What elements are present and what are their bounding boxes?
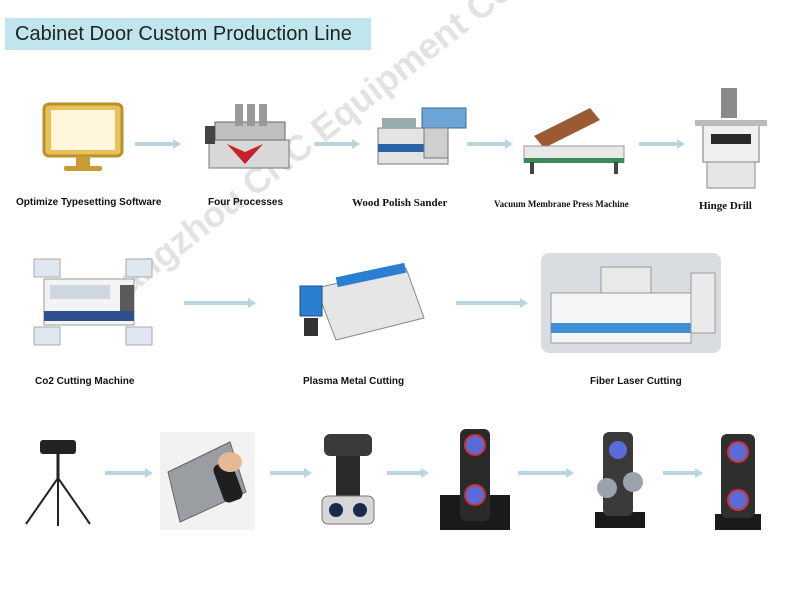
row1-label-press: Vacuum Membrane Press Machine bbox=[494, 199, 629, 209]
arrow-7 bbox=[105, 468, 153, 478]
row2-label-co2: Co2 Cutting Machine bbox=[35, 376, 135, 387]
co2-laser-icon bbox=[33, 258, 153, 346]
scanner-icon bbox=[595, 432, 645, 528]
arrow-9 bbox=[387, 468, 429, 478]
row1-label-software: Optimize Typesetting Software bbox=[16, 197, 162, 208]
arrow-5 bbox=[184, 298, 256, 308]
plasma-cutter-icon bbox=[299, 262, 425, 341]
fiber-laser-icon bbox=[541, 253, 721, 353]
tripod-icon bbox=[25, 440, 91, 526]
arrow-11 bbox=[663, 468, 703, 478]
scanner-icon bbox=[715, 434, 761, 530]
arrow-1 bbox=[135, 139, 181, 149]
arrow-6 bbox=[456, 298, 528, 308]
monitor-icon bbox=[42, 102, 124, 171]
arrow-8 bbox=[270, 468, 312, 478]
sander-icon bbox=[377, 107, 467, 165]
arrow-2 bbox=[314, 139, 360, 149]
cnc-router-icon bbox=[205, 104, 290, 169]
scanner-icon bbox=[440, 429, 510, 530]
title-banner: Cabinet Door Custom Production Line bbox=[5, 18, 371, 50]
row1-label-four-processes: Four Processes bbox=[208, 197, 284, 208]
arrow-3 bbox=[467, 139, 513, 149]
press-machine-icon bbox=[523, 108, 625, 174]
arrow-4 bbox=[639, 139, 685, 149]
row2-label-plasma: Plasma Metal Cutting bbox=[303, 376, 405, 387]
handheld-scanner-icon bbox=[160, 432, 255, 530]
scanner-icon bbox=[321, 434, 375, 525]
hinge-drill-icon bbox=[695, 88, 767, 189]
row1-label-hinge-drill: Hinge Drill bbox=[699, 200, 752, 212]
row2-label-fiber: Fiber Laser Cutting bbox=[590, 376, 682, 387]
row1-label-sander: Wood Polish Sander bbox=[352, 197, 448, 209]
page-title: Cabinet Door Custom Production Line bbox=[15, 23, 352, 45]
arrow-10 bbox=[518, 468, 574, 478]
